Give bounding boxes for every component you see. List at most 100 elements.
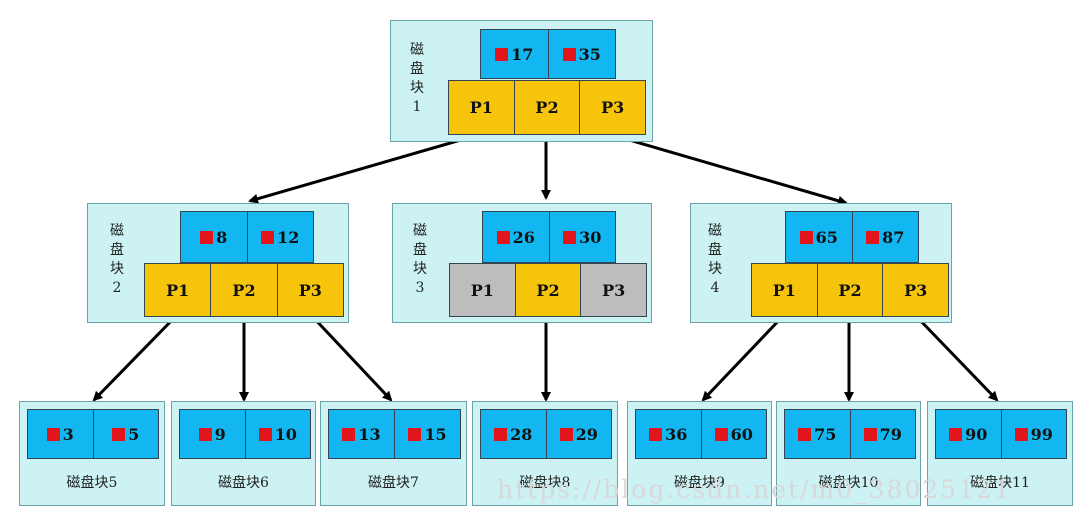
pointer-row: P1 P2 P3	[751, 263, 949, 317]
key-cell: 12	[247, 212, 313, 262]
arrow-b2-p1	[92, 313, 179, 402]
pointer-marker	[562, 47, 576, 61]
arrow-root-p1	[248, 133, 479, 204]
pointer-marker	[198, 427, 212, 441]
key-cell: 3	[28, 410, 94, 458]
key-cell: 29	[546, 410, 611, 458]
key-cell: 15	[395, 410, 460, 458]
key-row: 36 60	[635, 409, 767, 459]
pointer-marker	[714, 427, 728, 441]
key-row: 13 15	[328, 409, 461, 459]
key-cell: 28	[481, 410, 547, 458]
pointer-row: P1 P2 P3	[144, 263, 344, 317]
key-row: 17 35	[480, 29, 616, 79]
pointer-row: P1 P2 P3	[449, 263, 647, 317]
pointer-marker	[112, 427, 126, 441]
block-label: 磁盘块6	[218, 475, 269, 491]
key-cell: 8	[181, 212, 248, 262]
block-label: 磁盘块11	[970, 475, 1030, 491]
key-cell: 99	[1001, 410, 1066, 458]
key-row: 26 30	[482, 211, 616, 263]
pointer-marker	[408, 427, 422, 441]
pointer-marker	[261, 230, 275, 244]
key-cell: 90	[936, 410, 1002, 458]
key-cell: 5	[93, 410, 158, 458]
key-cell: 36	[636, 410, 702, 458]
pointer-p2: P2	[515, 264, 582, 316]
disk-block-5: 3 5 磁盘块5	[19, 401, 165, 506]
pointer-marker	[799, 230, 813, 244]
key-cell: 10	[245, 410, 310, 458]
pointer-marker	[559, 427, 573, 441]
pointer-marker	[46, 427, 60, 441]
pointer-marker	[1014, 427, 1028, 441]
pointer-p2: P2	[817, 264, 884, 316]
block-label: 磁盘块7	[368, 475, 419, 491]
pointer-p3: P3	[581, 264, 647, 316]
key-cell: 65	[786, 212, 853, 262]
pointer-marker	[494, 427, 508, 441]
key-row: 3 5	[27, 409, 159, 459]
pointer-marker	[496, 230, 510, 244]
block-label: 磁盘块9	[674, 475, 725, 491]
pointer-marker	[866, 230, 880, 244]
disk-block-6: 9 10 磁盘块6	[171, 401, 316, 506]
pointer-marker	[798, 427, 812, 441]
key-row: 90 99	[935, 409, 1067, 459]
arrow-b4-p3	[913, 313, 999, 402]
key-cell: 79	[850, 410, 915, 458]
key-cell: 9	[180, 410, 246, 458]
block-label: 磁盘块10	[818, 475, 879, 491]
key-row: 9 10	[179, 409, 311, 459]
key-cell: 87	[852, 212, 918, 262]
pointer-p3: P3	[277, 264, 343, 316]
watermark: https://blog.csdn.net/m0_38025121	[497, 475, 1012, 504]
disk-block-10: 75 79 磁盘块10	[776, 401, 921, 506]
key-cell: 13	[329, 410, 395, 458]
pointer-marker	[495, 47, 509, 61]
pointer-p3: P3	[883, 264, 949, 316]
disk-block-9: 36 60 磁盘块9	[627, 401, 772, 506]
pointer-p3: P3	[580, 81, 646, 134]
key-cell: 35	[548, 30, 615, 78]
pointer-marker	[649, 427, 663, 441]
pointer-marker	[200, 230, 214, 244]
disk-block-7: 13 15 磁盘块7	[320, 401, 467, 506]
pointer-marker	[949, 427, 963, 441]
pointer-p1: P1	[450, 264, 516, 316]
key-cell: 60	[701, 410, 766, 458]
pointer-p1: P1	[145, 264, 212, 316]
pointer-p1: P1	[449, 81, 515, 134]
arrow-root-p3	[611, 133, 848, 206]
pointer-p2: P2	[211, 264, 278, 316]
block-label: 磁盘块8	[519, 475, 571, 491]
pointer-row: P1 P2 P3	[448, 80, 646, 135]
disk-block-8: 28 29 磁盘块8	[472, 401, 618, 506]
key-cell: 30	[549, 212, 615, 262]
key-cell: 17	[481, 30, 549, 78]
pointer-marker	[258, 427, 272, 441]
arrow-b2-p3	[309, 313, 393, 402]
pointer-marker	[342, 427, 356, 441]
key-cell: 75	[785, 410, 851, 458]
arrow-b4-p1	[701, 313, 786, 402]
key-row: 28 29	[480, 409, 612, 459]
key-cell: 26	[483, 212, 550, 262]
pointer-marker	[563, 230, 577, 244]
block-label: 磁盘块5	[66, 475, 118, 491]
pointer-p1: P1	[752, 264, 818, 316]
key-row: 75 79	[784, 409, 916, 459]
disk-block-11: 90 99 磁盘块11	[927, 401, 1073, 506]
pointer-marker	[863, 427, 877, 441]
key-row: 8 12	[180, 211, 314, 263]
pointer-p2: P2	[514, 81, 581, 134]
